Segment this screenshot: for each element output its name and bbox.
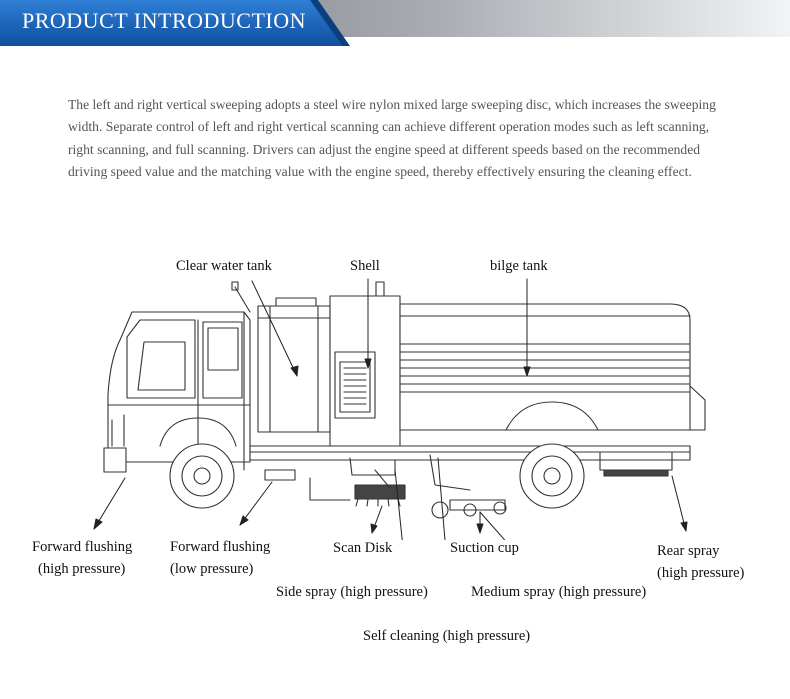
label-rear-spray-line2: (high pressure)	[657, 565, 745, 581]
label-forward-flushing-high-line1: Forward flushing	[32, 539, 133, 555]
label-bilge-tank: bilge tank	[490, 258, 548, 274]
label-medium-spray: Medium spray (high pressure)	[471, 584, 647, 600]
label-forward-flushing-low-line2: (low pressure)	[170, 561, 254, 577]
truck-tanks	[257, 281, 706, 447]
banner-background	[0, 0, 790, 46]
label-scan-disk: Scan Disk	[333, 540, 393, 556]
label-forward-flushing-high-line2: (high pressure)	[38, 561, 126, 577]
label-forward-flushing-low-line1: Forward flushing	[170, 539, 271, 555]
label-forward-flushing-high: Forward flushing (high pressure)	[32, 536, 132, 580]
front-wheel	[169, 443, 235, 509]
truck-diagram	[93, 278, 706, 540]
header-banner: PRODUCT INTRODUCTION	[0, 0, 790, 46]
intro-paragraph: The left and right vertical sweeping ado…	[68, 97, 716, 180]
label-rear-spray-line1: Rear spray	[657, 543, 720, 559]
page-title: PRODUCT INTRODUCTION	[22, 8, 306, 33]
truck-cab	[103, 281, 251, 473]
rear-wheel	[519, 443, 585, 509]
sweeping-unit	[264, 454, 507, 519]
leader-lines	[93, 278, 688, 540]
label-self-cleaning: Self cleaning (high pressure)	[363, 628, 531, 644]
label-clear-water-tank: Clear water tank	[176, 258, 272, 274]
label-suction-cup: Suction cup	[450, 540, 519, 556]
truck-chassis	[159, 401, 691, 477]
label-shell: Shell	[350, 258, 380, 274]
label-side-spray: Side spray (high pressure)	[276, 584, 428, 600]
label-forward-flushing-low: Forward flushing (low pressure)	[170, 536, 270, 580]
label-rear-spray: Rear spray (high pressure)	[657, 540, 744, 584]
